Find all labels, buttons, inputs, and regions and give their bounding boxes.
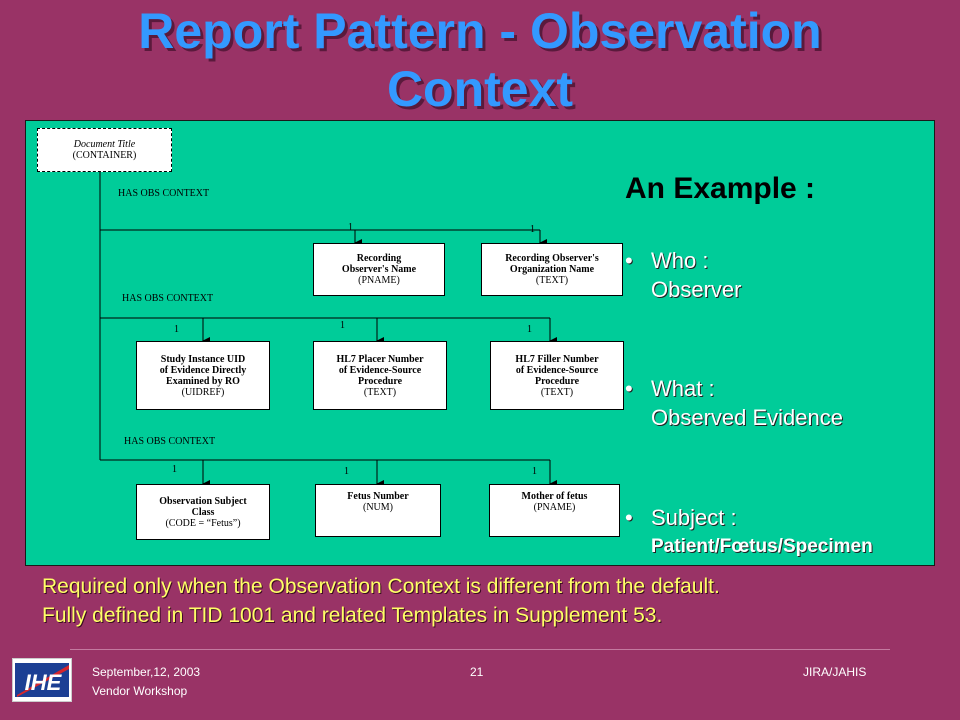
slide-title-line2: Context: [386, 61, 574, 117]
cardinality-label: 1: [174, 324, 179, 335]
box-line: of Evidence-Source: [515, 364, 599, 376]
observer-org-box: Recording Observer's Organization Name (…: [481, 243, 623, 296]
required-note: Required only when the Observation Conte…: [42, 572, 720, 630]
required-note-line2: Fully defined in TID 1001 and related Te…: [42, 604, 663, 627]
mother-of-fetus-box: Mother of fetus (PNAME): [489, 484, 620, 537]
bullet-subject: • Subject : Patient/Fœtus/Specimen: [625, 503, 873, 561]
ihe-logo: IHE: [12, 658, 72, 702]
footer-divider: [70, 649, 890, 650]
cardinality-label: 1: [340, 320, 345, 331]
subject-class-box: Observation Subject Class (CODE = “Fetus…: [136, 484, 270, 540]
box-line: of Evidence Directly: [159, 364, 247, 376]
bullet-heading: Subject :: [651, 505, 737, 530]
bullet-dot-icon: •: [625, 376, 633, 401]
box-type: (TEXT): [363, 386, 397, 398]
footer-date: September,12, 2003: [92, 665, 201, 679]
rel-label-2: HAS OBS CONTEXT: [122, 293, 214, 304]
box-line: Class: [191, 506, 215, 518]
footer-org: JIRA/JAHIS: [803, 665, 867, 679]
bullet-value: Observed Evidence: [651, 405, 843, 430]
cardinality-label: 1: [530, 224, 535, 235]
box-line: Study Instance UID: [160, 353, 246, 365]
ihe-logo-icon: IHE: [15, 663, 69, 697]
cardinality-label: 1: [348, 222, 353, 233]
cardinality-label: 1: [344, 466, 349, 477]
bullet-who: • Who : Observer: [625, 246, 741, 304]
document-title-box: Document Title (CONTAINER): [37, 128, 172, 172]
page-number: 21: [470, 665, 484, 679]
document-title-type: (CONTAINER): [72, 150, 137, 161]
box-line: Recording: [356, 253, 402, 264]
box-type: (PNAME): [358, 275, 400, 286]
box-type: (NUM): [363, 502, 393, 513]
slide-title-line1: Report Pattern - Observation: [138, 3, 822, 59]
svg-text:IHE: IHE: [25, 670, 63, 695]
cardinality-label: 1: [172, 464, 177, 475]
placer-number-box: HL7 Placer Number of Evidence-Source Pro…: [313, 341, 447, 410]
box-line: Organization Name: [509, 264, 595, 275]
box-line: Procedure: [534, 375, 580, 387]
rel-label-3: HAS OBS CONTEXT: [124, 436, 216, 447]
cardinality-label: 1: [532, 466, 537, 477]
bullet-heading: Who :: [651, 248, 709, 273]
fetus-number-box: Fetus Number (NUM): [315, 484, 441, 537]
box-line: of Evidence-Source: [338, 364, 422, 376]
box-line: Observation Subject: [159, 495, 247, 507]
box-line: Observer's Name: [341, 264, 417, 275]
observer-name-box: Recording Observer's Name (PNAME): [313, 243, 445, 296]
required-note-line1: Required only when the Observation Conte…: [42, 575, 720, 598]
bullet-value: Patient/Fœtus/Specimen: [651, 536, 873, 557]
slide-title: Report Pattern - Observation Context: [0, 2, 960, 118]
box-type: (TEXT): [540, 386, 574, 398]
bullet-heading: What :: [651, 376, 715, 401]
box-line: Examined by RO: [166, 375, 240, 387]
box-type: (TEXT): [535, 275, 569, 286]
bullet-value: Observer: [651, 277, 742, 302]
footer-event: Vendor Workshop: [92, 684, 188, 698]
box-type: (PNAME): [533, 502, 576, 513]
box-line: HL7 Filler Number: [515, 353, 599, 365]
box-line: Procedure: [357, 375, 403, 387]
box-type: (CODE = “Fetus”): [165, 517, 241, 529]
bullet-dot-icon: •: [625, 505, 633, 530]
document-title-label: Document Title: [73, 139, 136, 150]
box-type: (UIDREF): [181, 386, 225, 398]
box-line: Recording Observer's: [505, 253, 599, 264]
box-line: Mother of fetus: [521, 491, 588, 502]
box-line: HL7 Placer Number: [336, 353, 424, 365]
rel-label-1: HAS OBS CONTEXT: [118, 188, 210, 199]
example-title: An Example :: [625, 172, 816, 205]
bullet-what: • What : Observed Evidence: [625, 374, 843, 432]
bullet-dot-icon: •: [625, 248, 633, 273]
filler-number-box: HL7 Filler Number of Evidence-Source Pro…: [490, 341, 624, 410]
box-line: Fetus Number: [347, 491, 409, 502]
study-uid-box: Study Instance UID of Evidence Directly …: [136, 341, 270, 410]
cardinality-label: 1: [527, 324, 532, 335]
